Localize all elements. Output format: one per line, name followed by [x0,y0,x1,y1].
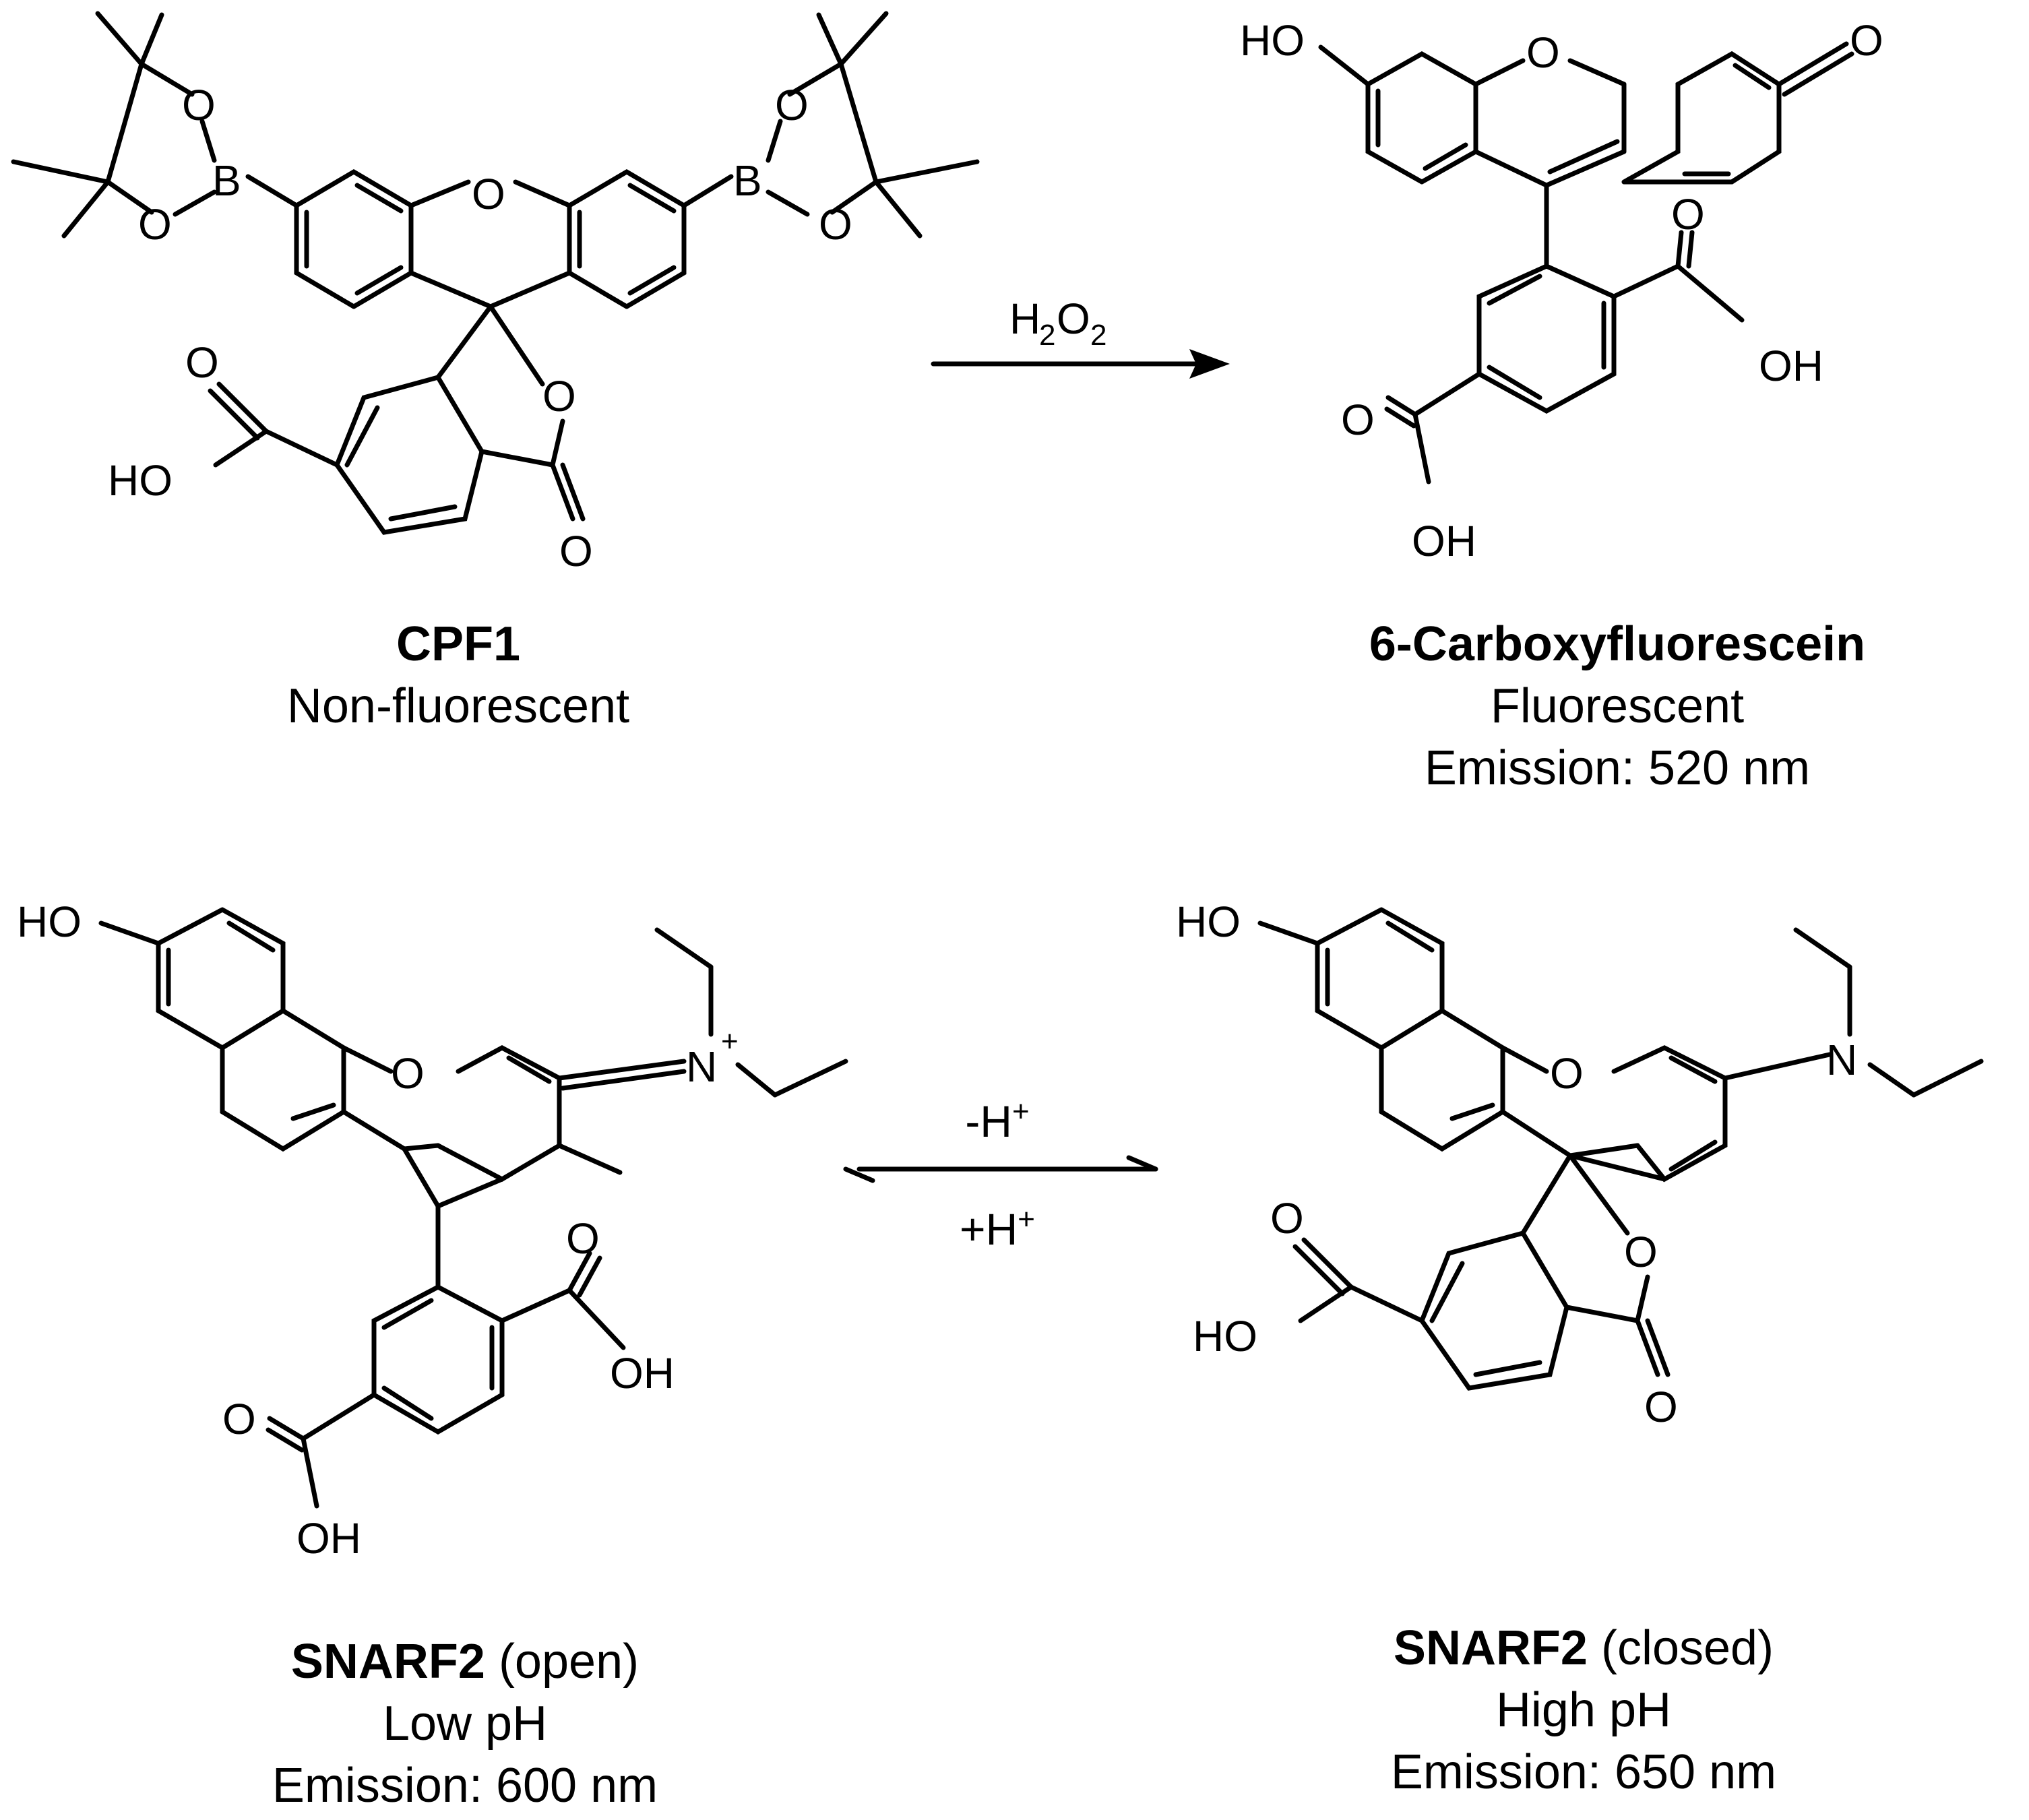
compound-emission: Emission: 520 nm [1424,741,1811,795]
atom-oh: OH [1759,342,1823,390]
cpf1-structure [11,11,980,535]
compound-emission: Emission: 600 nm [272,1759,658,1813]
atom-o: O [775,81,809,129]
atom-o: O [185,338,219,387]
compound-property: Fluorescent [1490,679,1745,733]
compound-emission: Emission: 650 nm [1390,1745,1777,1799]
atom-o: O [819,200,852,249]
atom-ho: HO [1176,898,1241,946]
atom-o: O [1526,28,1560,77]
atom-o: O [542,372,576,420]
atom-o: O [1270,1194,1304,1243]
reagent-sub-2: 2 [1090,319,1106,352]
atom-o: O [559,527,593,575]
caption-cpf1: CPF1 Non-fluorescent [189,613,728,737]
reaction-arrow-h2o2: H 2 O 2 [931,294,1230,379]
atom-oh: OH [296,1514,361,1563]
atom-o: O [391,1049,425,1098]
atom-oh: OH [1412,517,1476,565]
compound-property: Low pH [382,1697,548,1751]
atom-oh: OH [610,1349,675,1398]
atom-ho: HO [17,898,82,946]
compound-name: SNARF2 [1393,1621,1588,1675]
atom-o: O [1644,1383,1678,1431]
reagent-sub-2: 2 [1039,319,1055,352]
atom-ho: HO [1240,16,1305,65]
compound-name: CPF1 [396,617,521,671]
compound-name: 6-Carboxyfluorescein [1369,617,1866,671]
atom-o: O [182,81,216,129]
snarf2-closed-atom-labels: HO O N O O O HO [1176,898,1857,1431]
compound-suffix: (open) [485,1635,639,1689]
snarf2-open-structure [98,907,848,1509]
atom-b: B [212,156,241,205]
snarf2-closed-structure [1257,907,1984,1391]
atom-o: O [472,170,505,218]
atom-ho: HO [108,456,173,505]
carboxyfluorescein-structure [1318,41,1854,484]
charge-plus: + [721,1025,739,1058]
atom-o: O [1850,16,1883,65]
compound-name: SNARF2 [290,1635,485,1689]
atom-ho: HO [1193,1312,1257,1360]
compound-property: Non-fluorescent [286,679,630,733]
atom-o: O [1624,1228,1658,1276]
caption-snarf2-open: SNARF2 (open) Low pH Emission: 600 nm [175,1631,755,1817]
atom-b: B [733,156,762,205]
cpf1-atom-labels: O B B O O O O O O O HO [108,81,852,575]
compound-property: High pH [1495,1683,1672,1737]
reagent-o: O [1057,294,1090,343]
snarf2-open-atom-labels: HO O N + O OH O OH [17,898,739,1563]
forward-arrow-label: -H+ [965,1095,1030,1146]
atom-o: O [138,200,172,249]
atom-o: O [222,1395,256,1443]
reagent-h: H [1009,294,1040,343]
atom-o: O [1550,1049,1584,1098]
caption-carboxyfluorescein: 6-Carboxyfluorescein Fluorescent Emissio… [1267,613,1968,799]
caption-snarf2-closed: SNARF2 (closed) High pH Emission: 650 nm [1280,1617,1887,1803]
atom-o: O [566,1214,600,1263]
atom-o: O [1671,190,1705,239]
carboxyfluorescein-atom-labels: HO O O O OH O OH [1240,16,1883,565]
atom-o: O [1341,396,1375,444]
compound-suffix: (closed) [1587,1621,1774,1675]
reverse-arrow-label: +H+ [960,1203,1035,1254]
equilibrium-arrows [843,1155,1158,1183]
atom-n: N [1826,1036,1857,1084]
atom-n: N [686,1042,717,1091]
